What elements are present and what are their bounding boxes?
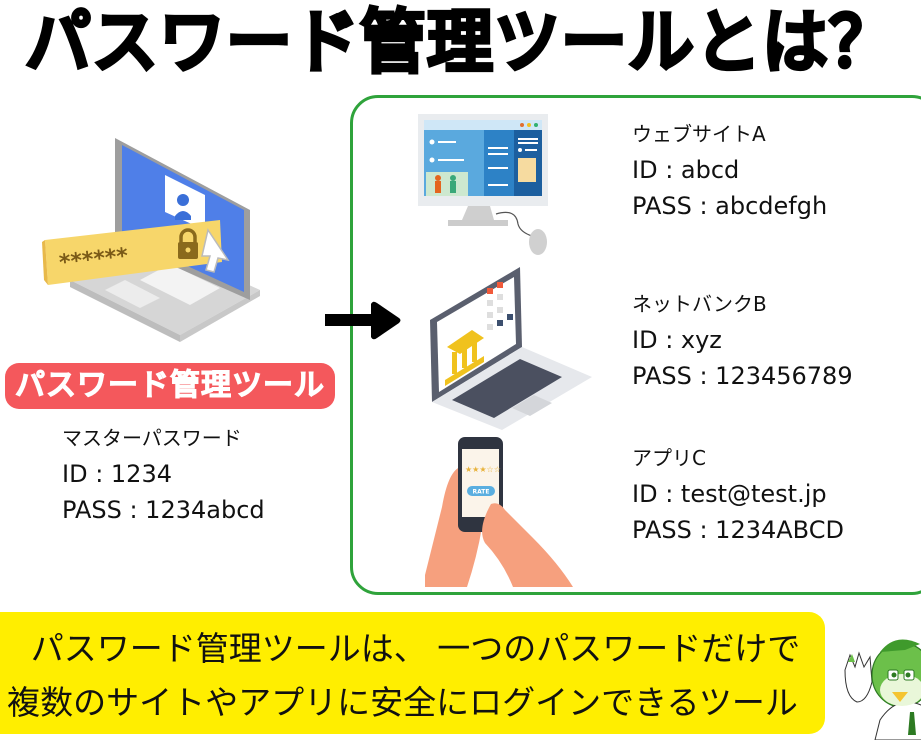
laptop-password-illustration: ****** bbox=[30, 130, 260, 354]
stars-rating: ★★★☆☆ bbox=[465, 465, 501, 474]
right-arrow-icon bbox=[325, 300, 405, 344]
summary-line-1: パスワード管理ツールは、 一つのパスワードだけで bbox=[30, 629, 801, 668]
master-pass: PASS : 1234abcd bbox=[62, 496, 265, 524]
summary-line-2: 複数のサイトやアプリに安全にログインできるツール bbox=[7, 683, 798, 722]
account-pass: PASS : 123456789 bbox=[632, 362, 853, 390]
account-website-a: ウェブサイトA ID : abcd PASS : abcdefgh bbox=[632, 116, 827, 224]
password-manager-badge: パスワード管理ツール bbox=[5, 363, 335, 409]
account-id: ID : xyz bbox=[632, 326, 722, 354]
laptop-bank-illustration bbox=[412, 262, 597, 436]
laptop-bank-icon bbox=[430, 267, 592, 430]
rate-button bbox=[467, 486, 495, 496]
mascot bbox=[840, 630, 921, 744]
smartphone-illustration: ★★★☆☆ RATE bbox=[422, 432, 585, 591]
laptop-password-icon: ****** bbox=[42, 138, 260, 342]
accounts-frame bbox=[350, 95, 921, 595]
desktop-computer-icon bbox=[418, 114, 548, 255]
rate-button-label: RATE bbox=[473, 489, 490, 496]
smartphone-app-icon: ★★★☆☆ RATE bbox=[422, 437, 573, 587]
master-id: ID : 1234 bbox=[62, 460, 172, 488]
account-id: ID : test@test.jp bbox=[632, 480, 827, 508]
summary-callout: パスワード管理ツールは、 一つのパスワードだけで 複数のサイトやアプリに安全にロ… bbox=[0, 612, 825, 734]
master-title: マスターパスワード bbox=[62, 426, 242, 450]
account-app-c: アプリC ID : test@test.jp PASS : 1234ABCD bbox=[632, 440, 844, 548]
master-password-info: マスターパスワード ID : 1234 PASS : 1234abcd bbox=[62, 420, 265, 528]
account-pass: PASS : abcdefgh bbox=[632, 192, 828, 220]
account-id: ID : abcd bbox=[632, 156, 740, 184]
cursor-icon bbox=[201, 228, 230, 273]
green-bird-mascot-icon bbox=[844, 639, 921, 741]
account-title: ウェブサイトA bbox=[632, 122, 766, 146]
page-title: パスワード管理ツールとは？ bbox=[24, 0, 897, 84]
account-pass: PASS : 1234ABCD bbox=[632, 516, 844, 544]
account-title: アプリC bbox=[632, 446, 706, 470]
account-netbank-b: ネットバンクB ID : xyz PASS : 123456789 bbox=[632, 286, 853, 394]
desktop-computer-illustration bbox=[408, 112, 568, 261]
account-title: ネットバンクB bbox=[632, 292, 767, 316]
